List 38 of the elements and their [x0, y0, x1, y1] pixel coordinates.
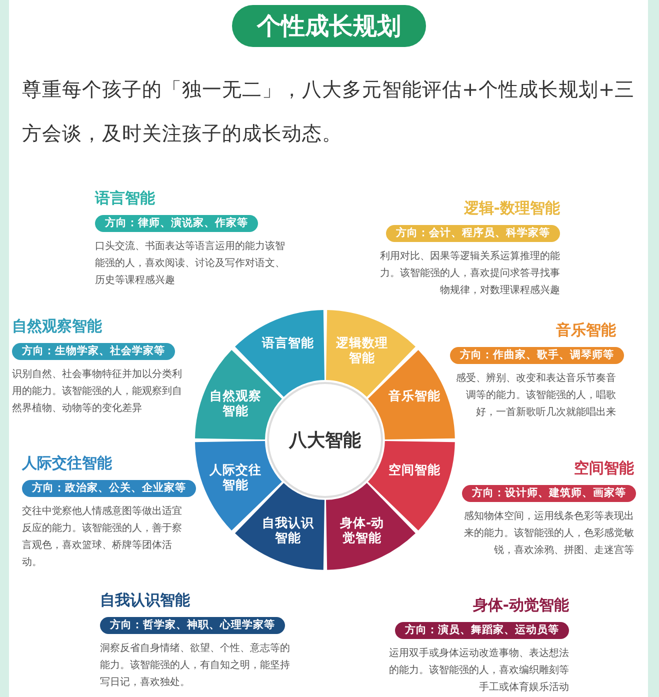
direction-pill: 方向：律师、演说家、作家等 [95, 215, 258, 232]
description-text: 洞察反省自身情绪、欲望、个性、意志等的能力。该智能强的人，有自知之明，能坚持写日记，喜欢独处。 [100, 642, 290, 690]
intelligence-heading: 逻辑-数理智能 [464, 198, 560, 218]
segment-label: 人际交往智能 [209, 462, 262, 492]
segment-label: 空间智能 [388, 462, 441, 478]
description-text: 识别自然、社会事物特征并加以分类利用的能力。该智能强的人，能观察到自然界植物、动物等的变化差异 [12, 368, 183, 416]
intelligence-heading: 音乐智能 [556, 320, 616, 340]
segment-label: 音乐智能 [388, 388, 441, 403]
segment-label: 身体-动觉智能 [339, 514, 386, 545]
direction-pill: 方向：作曲家、歌手、调琴师等 [450, 347, 624, 364]
direction-pill: 方向：生物学家、社会学家等 [12, 343, 175, 360]
direction-pill: 方向：演员、舞蹈家、运动员等 [395, 622, 569, 639]
description-text: 口头交流、书面表达等语言运用的能力该智能强的人，喜欢阅读、讨论及写作对语文、历史等课程感兴趣 [95, 240, 285, 288]
wheel-segment [326, 483, 416, 570]
description-text: 交往中觉察他人情感意图等做出适宜反应的能力。该智能强的人，善于察言观色，喜欢篮球、桥牌等团体活动。 [22, 504, 183, 570]
direction-pill: 方向：会计、程序员、科学家等 [386, 225, 560, 242]
intelligence-heading: 自然观察智能 [12, 316, 102, 336]
description-text: 运用双手或身体运动改造事物、表达想法的能力。该智能强的人，喜欢编织雕刻等手工或体育娱乐活动 [388, 646, 569, 695]
direction-pill: 方向：政治家、公关、企业家等 [22, 480, 196, 497]
title-banner: 个性成长规划 [232, 5, 426, 47]
intro-paragraph: 尊重每个孩子的「独一无二」，八大多元智能评估+个性成长规划+三方会谈，及时关注孩子的成长动态。 [22, 77, 636, 147]
segment-label: 自然观察智能 [209, 388, 262, 418]
description-text: 感知物体空间，运用线条色彩等表现出来的能力。该智能强的人，色彩感觉敏锐，喜欢涂鸦、拼图、走迷宫等 [463, 510, 634, 558]
segment-label: 自我认识智能 [262, 514, 314, 545]
segment-label: 语言智能 [262, 335, 314, 350]
center-label: 八大智能 [289, 429, 361, 452]
description-text: 利用对比、因果等逻辑关系运算推理的能力。该智能强的人，喜欢提问求答寻找事物规律，对数理课程感兴趣 [380, 250, 560, 298]
wheel-segment [368, 440, 455, 530]
direction-pill: 方向：哲学家、神职、心理学家等 [100, 617, 285, 634]
direction-pill: 方向：设计师、建筑师、画家等 [462, 485, 636, 502]
wheel-segment [195, 350, 282, 440]
intelligence-heading: 人际交往智能 [22, 453, 112, 473]
description-text: 感受、辨别、改变和表达音乐节奏音调等的能力。该智能强的人，唱歌好，一首新歌听几次就能唱出来 [455, 372, 616, 420]
intelligence-heading: 自我认识智能 [100, 590, 190, 610]
intelligence-heading: 空间智能 [574, 458, 634, 478]
segment-label: 逻辑数理智能 [336, 335, 388, 366]
intelligence-heading: 身体-动觉智能 [472, 595, 569, 615]
intelligence-heading: 语言智能 [95, 188, 155, 208]
